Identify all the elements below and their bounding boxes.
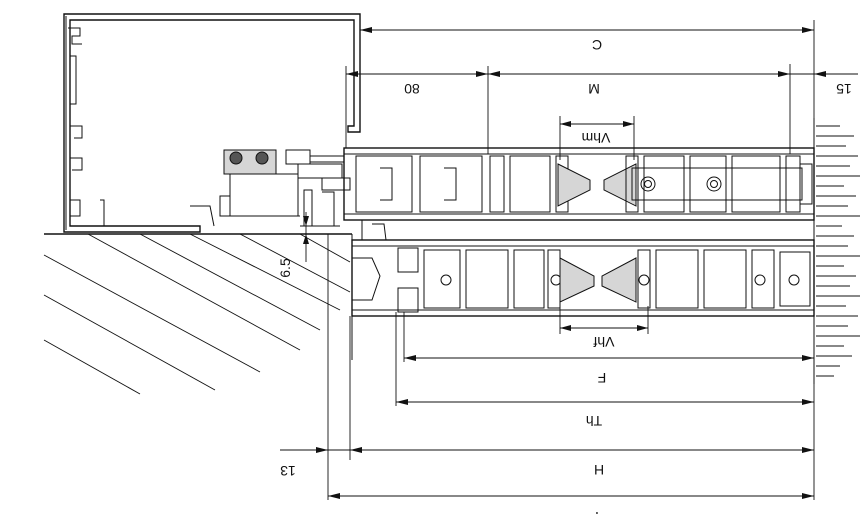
dim-13-label: 13 <box>280 463 296 479</box>
dimension-labels: C 80 M 15 Vhm 6.5 Vhf F Th H 13 Y <box>277 37 852 514</box>
roller-carriage <box>219 149 351 217</box>
dim-80-label: 80 <box>404 81 420 97</box>
dim-h-label: H <box>594 462 604 478</box>
head-track-profile <box>63 13 361 233</box>
dim-f-label: F <box>598 370 607 386</box>
upper-sash-profile <box>343 147 815 221</box>
dim-m-label: M <box>588 81 600 97</box>
dimension-lines <box>280 20 858 500</box>
dim-vhm-label: Vhm <box>582 130 611 146</box>
dim-15-label: 15 <box>836 81 852 97</box>
right-jamb-hatching <box>813 118 860 384</box>
wall-hatching <box>43 233 351 395</box>
dim-6-5-label: 6.5 <box>277 258 293 278</box>
lower-sash-profile <box>350 219 815 317</box>
dim-th-label: Th <box>586 413 602 429</box>
dim-vhf-label: Vhf <box>593 334 614 350</box>
dim-c-label: C <box>592 37 602 53</box>
dim-y-label: Y <box>592 509 602 514</box>
